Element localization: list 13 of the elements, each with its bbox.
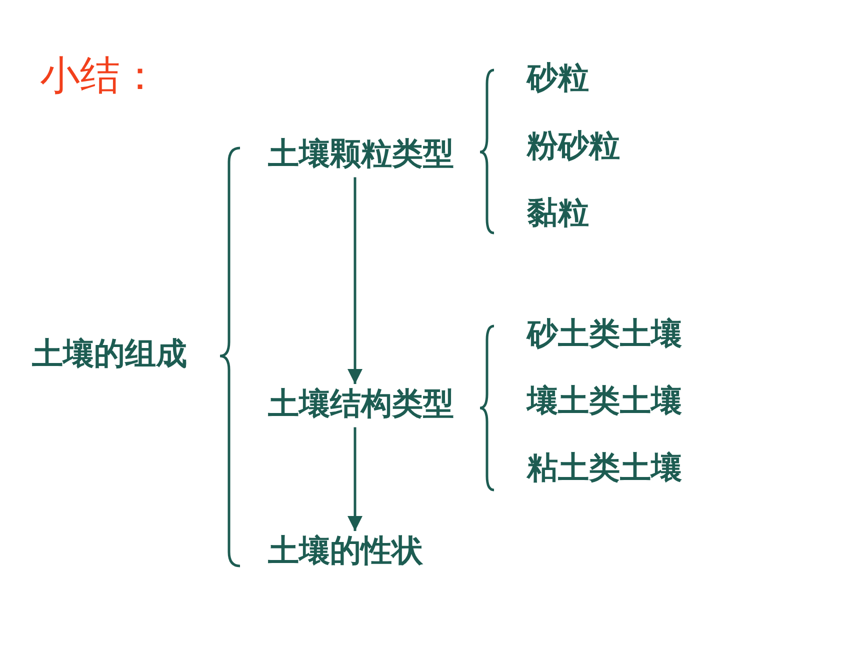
- term-label: 砂粒: [527, 60, 589, 98]
- concept-label: 土壤颗粒类型: [268, 136, 454, 174]
- term-label: 粉砂粒: [527, 128, 620, 166]
- term-label: 砂土类土壤: [527, 316, 682, 354]
- arrow: [348, 177, 362, 384]
- term-label: 黏粒: [527, 195, 589, 232]
- arrow: [348, 427, 362, 531]
- term-label: 壤土类土壤: [527, 383, 682, 420]
- term-label: 土壤的组成: [32, 336, 187, 374]
- title: 小结：: [40, 52, 160, 100]
- term-label: 粘土类土壤: [527, 450, 682, 488]
- concept-label: 土壤的性状: [268, 533, 423, 570]
- concept-label: 土壤结构类型: [268, 386, 454, 424]
